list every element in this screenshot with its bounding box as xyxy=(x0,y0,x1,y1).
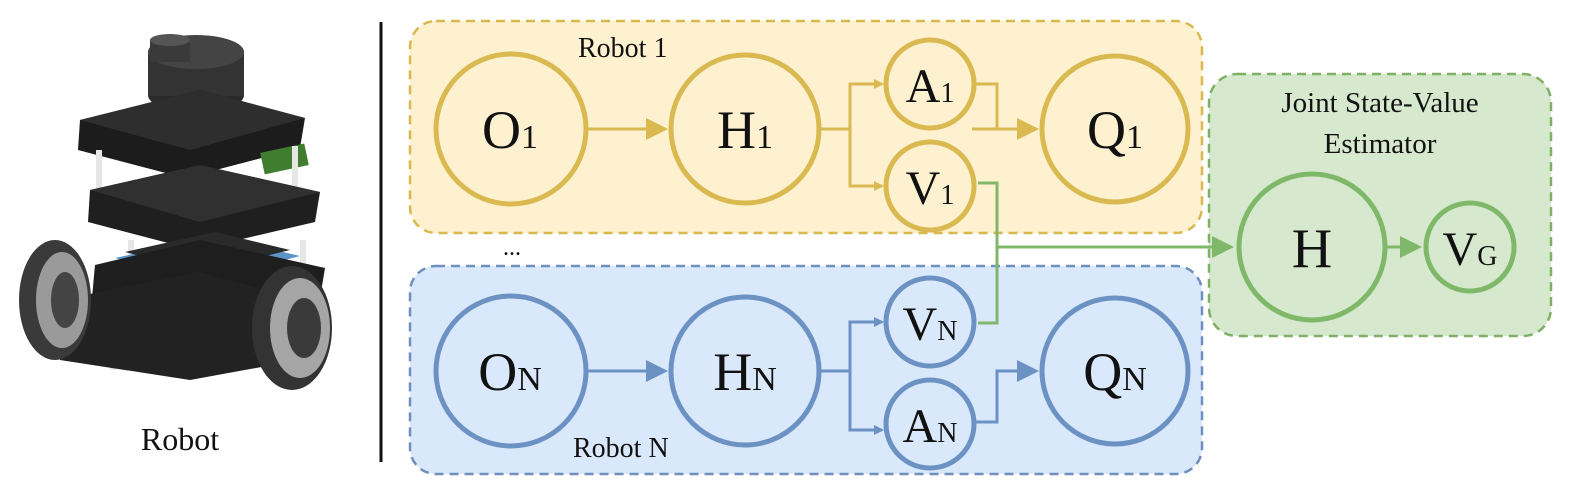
node-a1: A1 xyxy=(883,37,977,131)
svg-text:V1: V1 xyxy=(906,162,955,215)
svg-text:H: H xyxy=(1292,218,1332,280)
edge-h1-a1 xyxy=(821,79,884,131)
edge-hn-an xyxy=(848,371,884,435)
right-wheel-icon xyxy=(252,266,332,390)
robotN-label: Robot N xyxy=(573,433,669,464)
node-on-main: O xyxy=(478,342,517,402)
node-o1: O1 xyxy=(433,51,589,207)
robot-caption: Robot xyxy=(141,421,219,457)
svg-text:A1: A1 xyxy=(906,60,955,113)
svg-text:Q1: Q1 xyxy=(1087,100,1143,160)
node-h-main: H xyxy=(1292,218,1332,280)
node-an: AN xyxy=(883,377,977,471)
node-q1-main: Q xyxy=(1087,100,1126,160)
node-h1-sub: 1 xyxy=(756,119,773,156)
svg-text:ON: ON xyxy=(478,342,542,402)
node-h1-main: H xyxy=(717,100,756,160)
node-vn-main: V xyxy=(903,298,938,351)
node-qn: QN xyxy=(1039,295,1191,447)
node-vg: VG xyxy=(1423,200,1517,294)
node-q1-sub: 1 xyxy=(1126,119,1143,156)
joint-label-line1: Joint State-Value xyxy=(1281,87,1478,119)
robot1-label: Robot 1 xyxy=(578,33,667,64)
edge-v1-vn-bus xyxy=(978,181,999,325)
node-hn-main: H xyxy=(713,342,752,402)
node-hn: HN xyxy=(668,294,822,448)
node-an-main: A xyxy=(903,400,938,453)
node-v1-main: V xyxy=(906,162,941,215)
node-qn-sub: N xyxy=(1122,361,1147,398)
svg-text:O1: O1 xyxy=(482,100,538,160)
robotN-edges xyxy=(588,317,1039,435)
chassis xyxy=(60,272,300,380)
node-v1-sub: 1 xyxy=(940,180,954,211)
node-vg-main: V xyxy=(1443,223,1478,276)
edge-hn-vn xyxy=(821,317,884,373)
node-o1-main: O xyxy=(482,100,521,160)
node-a1-sub: 1 xyxy=(940,78,954,109)
svg-text:QN: QN xyxy=(1083,342,1147,402)
node-h: H xyxy=(1236,171,1388,323)
svg-text:AN: AN xyxy=(903,400,958,453)
joint-edges xyxy=(978,181,1422,325)
svg-text:H1: H1 xyxy=(717,100,773,160)
node-v1: V1 xyxy=(883,139,977,233)
node-vg-sub: G xyxy=(1477,241,1497,272)
node-qn-main: Q xyxy=(1083,342,1122,402)
robot-illustration xyxy=(19,34,332,390)
robot1-edges xyxy=(588,79,1039,191)
node-q1: Q1 xyxy=(1039,53,1191,205)
ellipsis: ... xyxy=(503,235,521,261)
edge-a1-q1 xyxy=(975,82,1039,140)
left-wheel-icon xyxy=(19,240,91,360)
edge-h1-v1 xyxy=(848,129,884,191)
svg-text:HN: HN xyxy=(713,342,777,402)
joint-label-line2: Estimator xyxy=(1324,128,1437,160)
node-an-sub: N xyxy=(937,418,957,449)
node-hn-sub: N xyxy=(752,361,777,398)
node-vn: VN xyxy=(883,275,977,369)
edge-an-qn xyxy=(975,360,1039,424)
node-o1-sub: 1 xyxy=(521,119,538,156)
node-on: ON xyxy=(433,293,589,449)
node-vn-sub: N xyxy=(937,316,957,347)
svg-text:VN: VN xyxy=(903,298,958,351)
svg-text:VG: VG xyxy=(1443,223,1498,276)
node-h1: H1 xyxy=(668,52,822,206)
node-on-sub: N xyxy=(517,361,542,398)
node-a1-main: A xyxy=(906,60,941,113)
